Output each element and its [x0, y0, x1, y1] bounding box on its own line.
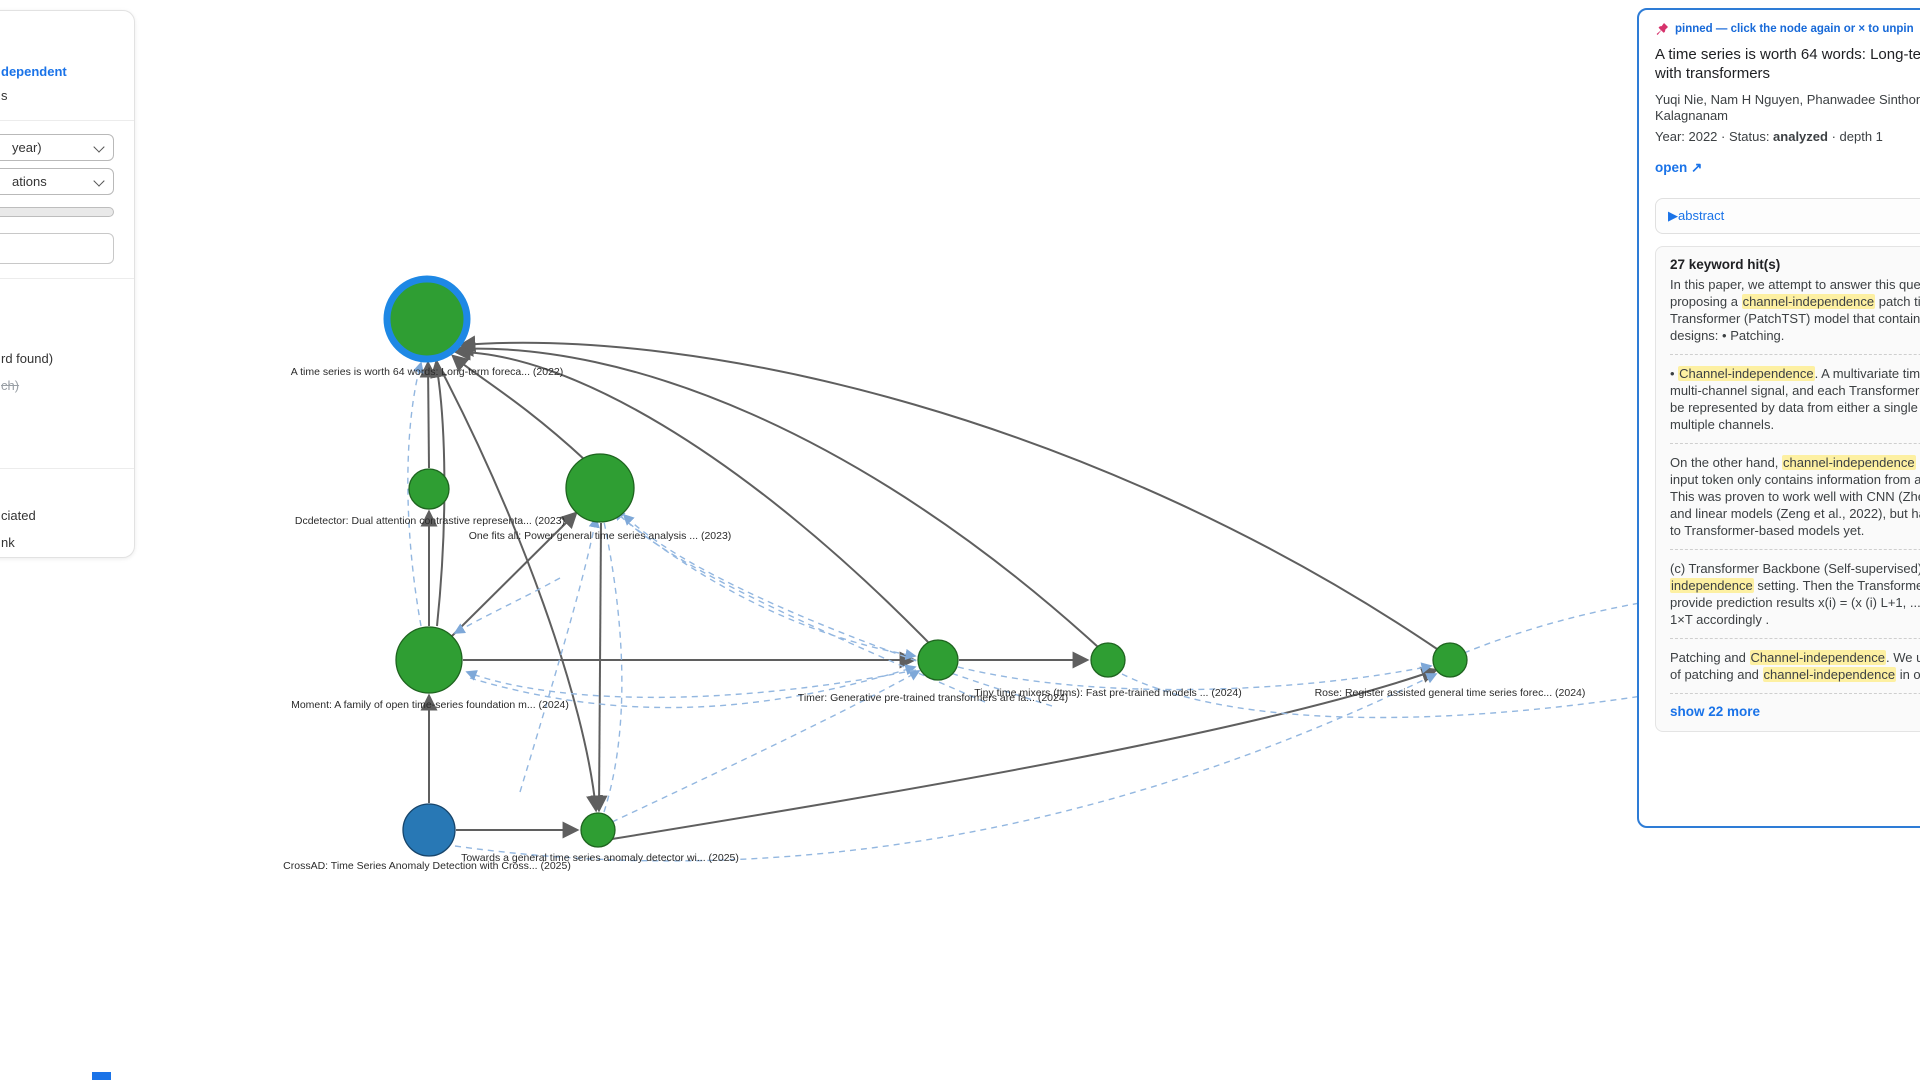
keyword-link[interactable]: dependent — [1, 64, 67, 79]
keyword-highlight: channel-independence — [1741, 294, 1876, 310]
metric-select[interactable]: ations — [0, 168, 114, 195]
graph-node-label: Tiny time mixers (ttms): Fast pre-traine… — [974, 687, 1241, 699]
search-input[interactable] — [0, 233, 114, 264]
graph-node-towards[interactable] — [580, 812, 616, 848]
keyword-highlight: Channel-independence — [1678, 366, 1815, 382]
show-more-link[interactable]: show 22 more — [1670, 704, 1761, 720]
divider — [0, 278, 134, 279]
graph-node-crossad[interactable] — [402, 803, 456, 857]
dashed-divider — [1670, 693, 1920, 695]
sidebar-text: s — [1, 88, 8, 103]
association-edge — [622, 513, 1053, 707]
association-edge — [602, 516, 623, 813]
association-edge — [465, 669, 917, 699]
graph-node-label: Rose: Register assisted general time ser… — [1315, 687, 1586, 699]
status-badge: analyzed — [1773, 129, 1828, 145]
graph-node-rose[interactable] — [1432, 642, 1468, 678]
pin-icon — [1656, 23, 1668, 35]
keyword-hits-box: 27 keyword hit(s) In this paper, we atte… — [1655, 246, 1920, 733]
graph-node-label: Dcdetector: Dual attention contrastive r… — [295, 515, 565, 527]
association-edge — [453, 577, 561, 634]
graph-node-label: CrossAD: Time Series Anomaly Detection w… — [283, 860, 571, 872]
citation-edge — [435, 359, 604, 813]
abstract-toggle[interactable]: ▶abstract — [1668, 208, 1725, 224]
graph-node-hub[interactable] — [383, 275, 471, 363]
legend-associated: ciated — [1, 508, 36, 523]
association-edge — [454, 673, 1438, 862]
graph-node-label: One fits all: Power general time series … — [469, 530, 732, 542]
graph-node-onefitsall[interactable] — [565, 453, 635, 523]
keyword-snippet: • Channel-independence. A multivariate t… — [1670, 366, 1920, 433]
association-edge — [957, 662, 1433, 691]
association-edge — [519, 516, 600, 793]
citation-edge — [451, 354, 586, 461]
graph-node-moment[interactable] — [395, 626, 463, 694]
graph-node-label: A time series is worth 64 words: Long-te… — [291, 366, 564, 378]
keyword-highlight: independence — [1670, 578, 1754, 594]
abstract-box: ▶abstract — [1655, 198, 1920, 235]
dashed-divider — [1670, 354, 1920, 356]
graph-node-label: Timer: Generative pre-trained transforme… — [798, 692, 1068, 704]
dashed-divider — [1670, 638, 1920, 640]
paper-detail-panel: pinned — click the node again or × to un… — [1637, 8, 1920, 828]
dashed-divider — [1670, 549, 1920, 551]
graph-node-timer[interactable] — [917, 639, 959, 681]
keyword-snippets: In this paper, we attempt to answer this… — [1670, 276, 1920, 695]
keyword-highlight: channel-independence — [1762, 667, 1897, 683]
keyword-snippet: Patching and Channel-independence. We us… — [1670, 650, 1920, 683]
paper-authors: Yuqi Nie, Nam H Nguyen, Phanwadee Sintho… — [1655, 91, 1920, 124]
legend-link: nk — [1, 535, 15, 550]
citation-edge — [456, 339, 1099, 648]
legend-no-match: ch) — [1, 378, 20, 393]
graph-node-label: Towards a general time series anomaly de… — [461, 852, 739, 864]
chevron-down-icon — [93, 141, 105, 153]
keyword-highlight: Channel-independence — [1749, 650, 1886, 666]
pinned-note[interactable]: pinned — click the node again or × to un… — [1675, 23, 1914, 35]
citation-edge — [611, 666, 1439, 840]
association-edge — [469, 664, 917, 709]
keyword-snippet: In this paper, we attempt to answer this… — [1670, 277, 1920, 344]
keyword-hits-title: 27 keyword hit(s) — [1670, 257, 1781, 273]
chevron-down-icon — [93, 175, 105, 187]
pinned-banner: pinned — click the node again or × to un… — [1655, 22, 1920, 36]
legend-keyword-found: rd found) — [1, 351, 54, 366]
citation-edge — [590, 522, 608, 813]
citation-edge — [419, 360, 437, 469]
graph-node-dcdetector[interactable] — [408, 468, 450, 510]
open-link[interactable]: open ↗ — [1655, 160, 1703, 176]
paper-title: A time series is worth 64 words: Long-te… — [1655, 46, 1920, 82]
citation-edge — [451, 511, 578, 637]
range-slider[interactable] — [0, 207, 114, 217]
graph-node-ttms[interactable] — [1090, 642, 1126, 678]
controls-sidebar: dependent s year) ations rd found) ch) c… — [0, 10, 135, 558]
keyword-snippet: On the other hand, channel-independence … — [1670, 455, 1920, 539]
citation-edge — [458, 335, 1441, 652]
divider — [0, 120, 134, 121]
layout-select[interactable]: year) — [0, 134, 114, 161]
citation-edge — [453, 343, 930, 644]
dashed-divider — [1670, 443, 1920, 445]
paper-meta: Year: 2022 · Status: analyzed · depth 1 — [1655, 129, 1883, 145]
association-edge — [1121, 639, 1920, 719]
keyword-snippet: (c) Transformer Backbone (Self-supervise… — [1670, 561, 1920, 628]
divider — [0, 468, 134, 469]
association-edge — [611, 670, 921, 823]
keyword-highlight: channel-independence — [1782, 455, 1916, 471]
graph-node-label: Moment: A family of open time-series fou… — [291, 699, 569, 711]
scrollbar-thumb[interactable] — [92, 1072, 111, 1080]
